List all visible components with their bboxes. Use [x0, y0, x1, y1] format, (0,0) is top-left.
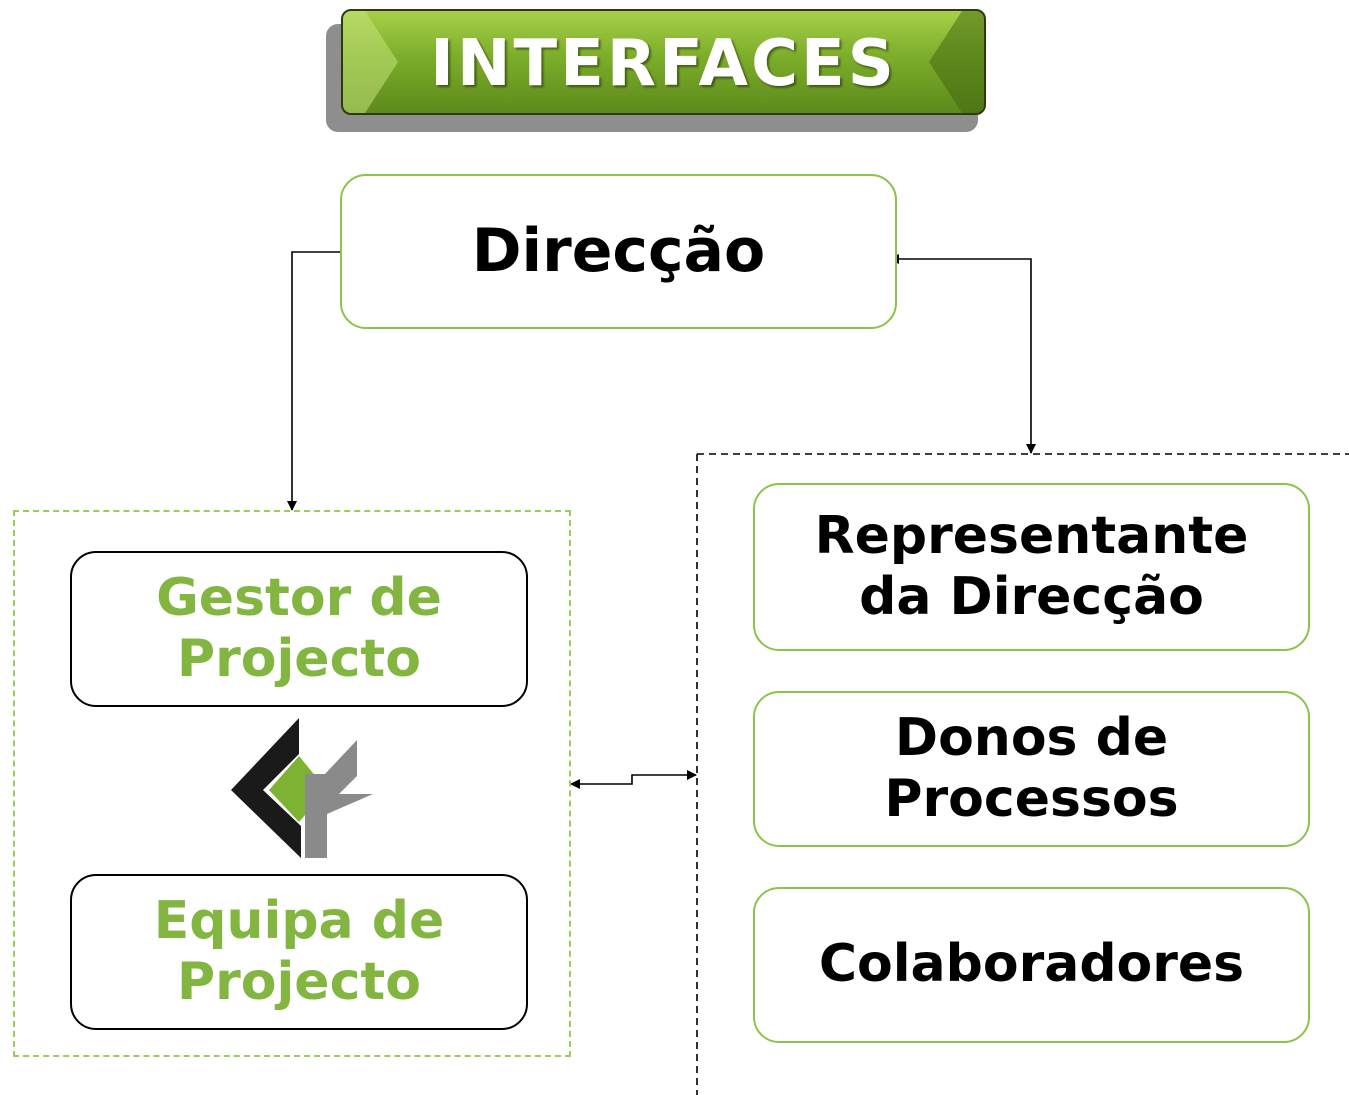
arrow-between-groups	[570, 770, 697, 789]
arrow-direccao-right-group	[889, 254, 1036, 454]
gestor-projecto-box: Gestor de Projecto	[70, 551, 528, 707]
title-banner: INTERFACES	[341, 9, 986, 115]
page-title: INTERFACES	[430, 27, 897, 101]
equipa-label-line-1: Equipa de	[153, 890, 445, 951]
gestor-label-line-2: Projecto	[177, 629, 421, 689]
arrow-direccao-to-group	[287, 251, 342, 511]
representante-box: Representante da Direcção	[753, 483, 1310, 651]
representante-label-line-2: da Direcção	[859, 567, 1204, 627]
gestor-label-line-1: Gestor de	[156, 567, 442, 628]
donos-processos-box: Donos de Processos	[753, 691, 1310, 847]
colaboradores-box: Colaboradores	[753, 887, 1310, 1043]
donos-label-line-2: Processos	[884, 769, 1179, 829]
project-group-box	[13, 510, 571, 1057]
colaboradores-label: Colaboradores	[818, 934, 1245, 995]
banner-right-chevron-icon	[929, 11, 984, 113]
direccao-box: Direcção	[340, 174, 897, 329]
representante-label-line-1: Representante	[814, 505, 1249, 566]
banner-left-chevron-icon	[343, 11, 398, 113]
equipa-projecto-box: Equipa de Projecto	[70, 874, 528, 1030]
company-logo-icon	[231, 718, 373, 858]
donos-label-line-1: Donos de	[894, 707, 1169, 768]
equipa-label-line-2: Projecto	[177, 952, 421, 1012]
direccao-label: Direcção	[471, 216, 766, 287]
